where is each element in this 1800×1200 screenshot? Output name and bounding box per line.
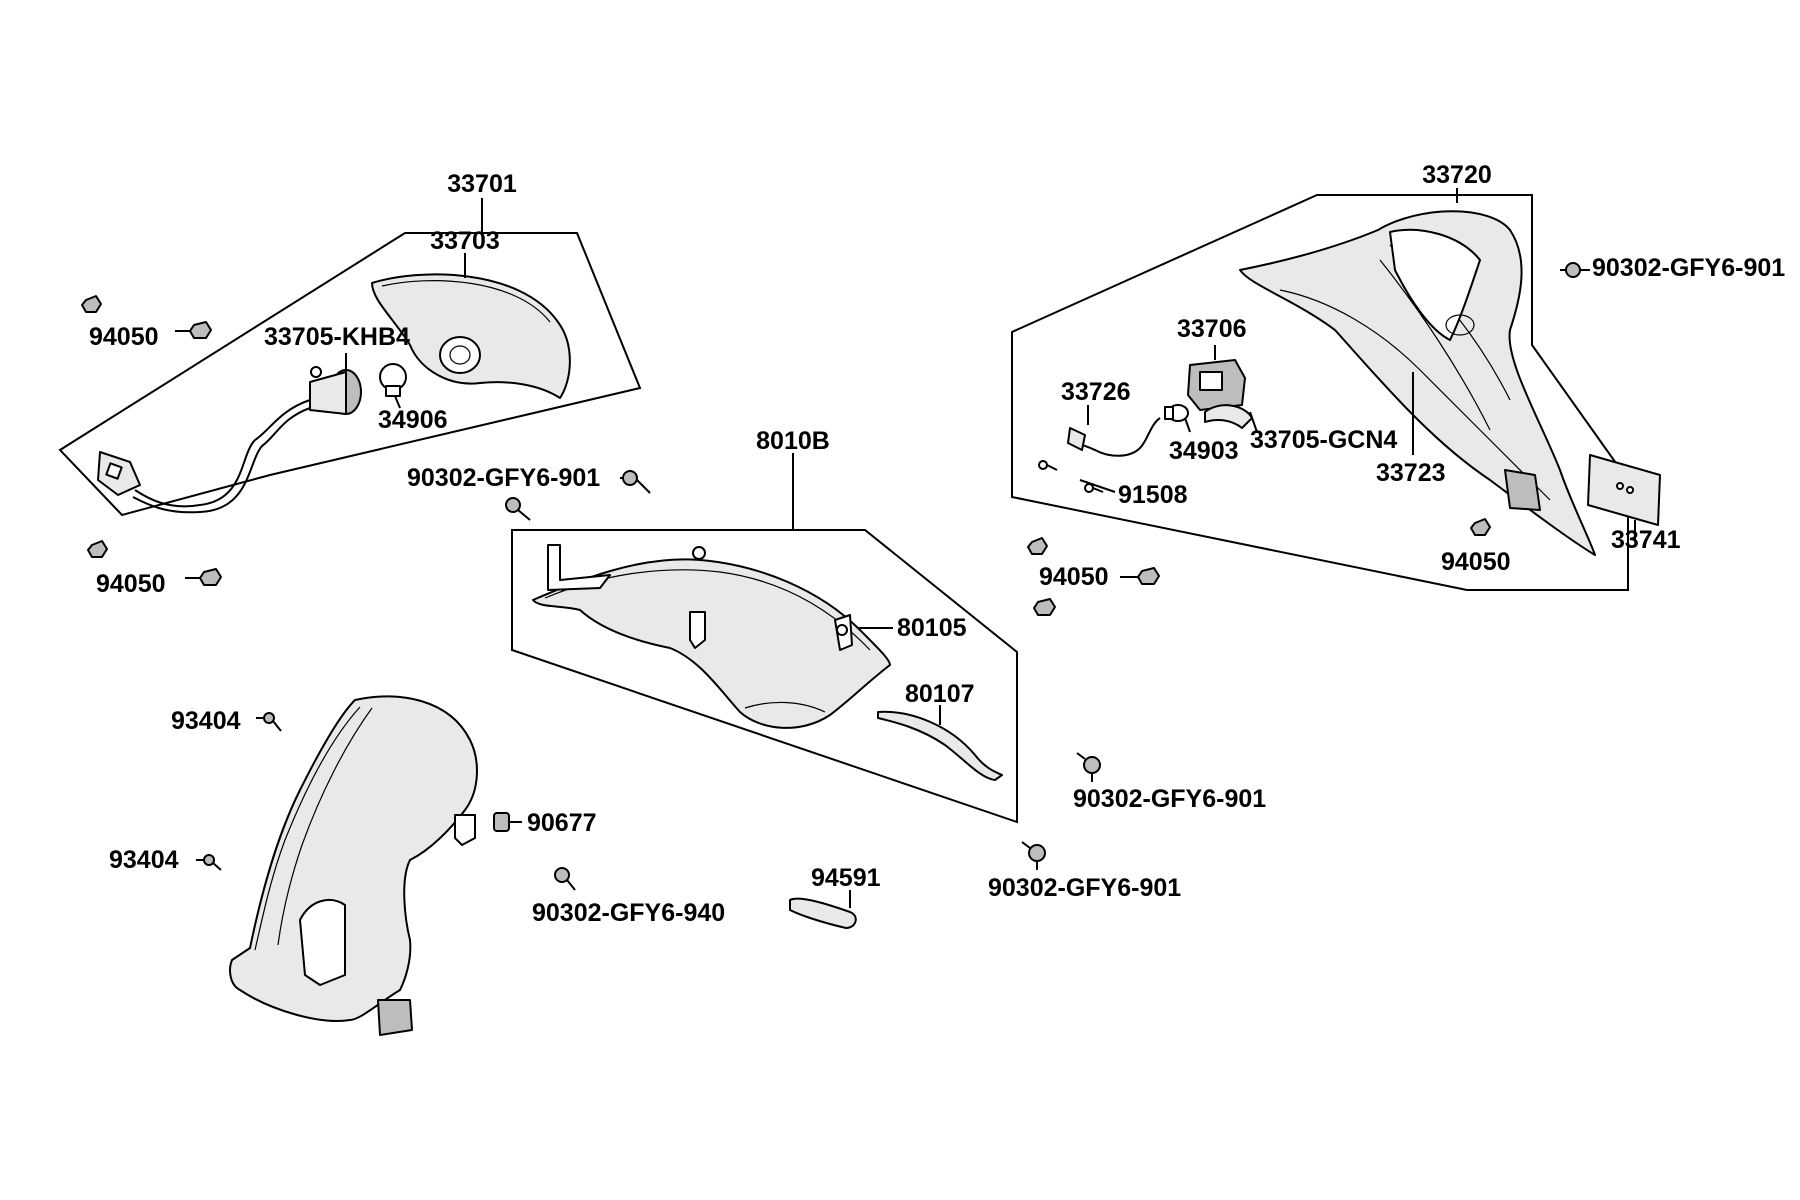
label-33705-gcn4: 33705-GCN4 xyxy=(1250,426,1397,454)
label-94050-c: 94050 xyxy=(1039,563,1109,591)
label-90302-gfy6-901-c: 90302-GFY6-901 xyxy=(988,874,1181,902)
bulb-34903 xyxy=(1164,404,1191,433)
label-33703: 33703 xyxy=(430,227,500,255)
fender-bracket-left xyxy=(547,544,611,591)
group-outline-8010b xyxy=(511,529,1018,824)
rear-fender xyxy=(229,695,478,1022)
nut-94050-d xyxy=(1470,518,1491,536)
screw-90302-d xyxy=(1021,841,1046,870)
label-80105: 80105 xyxy=(897,614,967,642)
clip-90677 xyxy=(493,812,522,832)
group-outline-33701 xyxy=(58,232,642,517)
leader-33705-gcn4 xyxy=(1249,411,1258,433)
wire-33726 xyxy=(1067,405,1161,457)
screw-90302-b xyxy=(505,497,531,521)
screw-90302-c xyxy=(1076,752,1101,782)
label-33723: 33723 xyxy=(1376,459,1446,487)
screw-90302-a xyxy=(620,470,651,494)
label-94050-a: 94050 xyxy=(89,323,159,351)
inner-fender-80105 xyxy=(532,558,891,729)
strip-80107 xyxy=(877,710,1003,781)
gasket-33705-gcn4 xyxy=(1204,404,1258,433)
screw-90302-e xyxy=(1560,262,1590,278)
label-34903: 34903 xyxy=(1169,437,1239,465)
tail-lens-inner xyxy=(1389,228,1481,341)
fender-mount-block xyxy=(299,899,346,986)
tail-mount-plate xyxy=(1504,469,1541,511)
socket-33706 xyxy=(1187,345,1246,411)
label-33706: 33706 xyxy=(1177,315,1247,343)
reflector-33741 xyxy=(1587,454,1661,540)
label-90677: 90677 xyxy=(527,809,597,837)
socket-33705-khb4 xyxy=(309,353,362,415)
turn-signal-lens xyxy=(371,273,571,399)
tail-light-group: 33720 90302-GFY6-901 33706 33726 34903 3… xyxy=(1011,161,1785,591)
label-33705-khb4: 33705-KHB4 xyxy=(264,323,410,351)
fender-bracket-mid xyxy=(689,611,706,649)
label-8010b: 8010B xyxy=(756,427,830,455)
wire-connector xyxy=(97,451,141,496)
lens-socket-hole xyxy=(439,336,481,374)
label-94591: 94591 xyxy=(811,864,881,892)
screw-93404-a xyxy=(256,712,282,732)
label-33741: 33741 xyxy=(1611,526,1681,554)
label-94050-d: 94050 xyxy=(1441,548,1511,576)
rear-fender-group: 93404 93404 90677 90302-GFY6-940 xyxy=(109,695,725,1036)
strip-94591 xyxy=(789,897,857,929)
label-90302-gfy6-901-b: 90302-GFY6-901 xyxy=(1073,785,1266,813)
label-90302-gfy6-901-a: 90302-GFY6-901 xyxy=(407,464,600,492)
inner-fender-group: 8010B 80105 80107 90302-GFY6-901 xyxy=(407,427,1018,824)
nut-94050-b xyxy=(87,540,222,586)
screw-90302-gfy6-940 xyxy=(554,867,576,891)
misc-center-group: 94591 90302-GFY6-901 90302-GFY6-901 9405… xyxy=(789,537,1266,929)
label-34906: 34906 xyxy=(378,406,448,434)
wire-harness xyxy=(134,399,311,508)
tail-lens-33723 xyxy=(1239,210,1596,556)
label-33726: 33726 xyxy=(1061,378,1131,406)
label-91508: 91508 xyxy=(1118,481,1188,509)
screw-93404-b xyxy=(196,854,222,871)
nut-94050-c xyxy=(1027,537,1160,616)
label-80107: 80107 xyxy=(905,680,975,708)
label-90302-gfy6-940: 90302-GFY6-940 xyxy=(532,899,725,927)
nut-94050-a xyxy=(81,295,212,339)
group-outline-33720 xyxy=(1011,194,1629,591)
label-93404-a: 93404 xyxy=(171,707,241,735)
label-33701: 33701 xyxy=(447,170,517,198)
label-90302-gfy6-901-d: 90302-GFY6-901 xyxy=(1592,254,1785,282)
leader-34903 xyxy=(1184,417,1191,433)
fender-clip-mount xyxy=(454,814,476,846)
label-93404-b: 93404 xyxy=(109,846,179,874)
label-33720: 33720 xyxy=(1422,161,1492,189)
screw-91508 xyxy=(1038,460,1116,493)
bulb-34906 xyxy=(379,363,407,409)
front-turn-signal-group: 33701 33703 94050 33705-KHB4 34906 94050 xyxy=(58,170,642,598)
fender-tab xyxy=(377,999,413,1036)
label-94050-b: 94050 xyxy=(96,570,166,598)
